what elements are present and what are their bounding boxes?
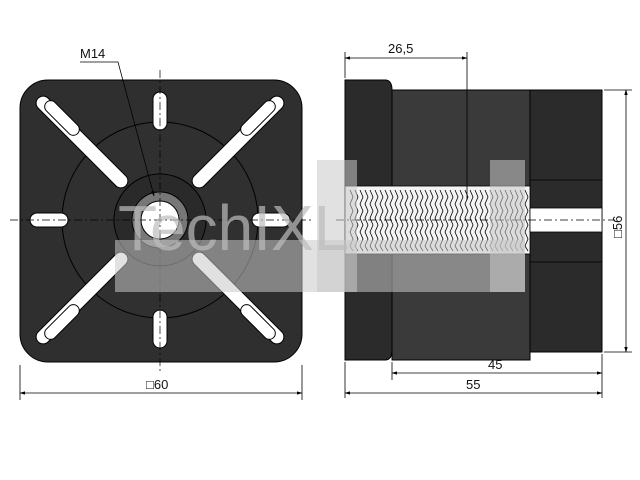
- dimensions: [19, 52, 632, 400]
- corner-slots: [44, 100, 276, 340]
- label-top-26-5: 26,5: [388, 41, 413, 56]
- thread-mark: [524, 189, 529, 252]
- label-front-square: □60: [146, 377, 168, 392]
- label-length-55: 55: [466, 377, 480, 392]
- watermark: TechIXL: [115, 160, 525, 292]
- side-view: [336, 79, 615, 361]
- label-thread-m14: M14: [80, 46, 105, 61]
- watermark-text: TechIXL: [118, 192, 349, 264]
- label-height-56: □56: [610, 216, 625, 238]
- label-length-45: 45: [488, 357, 502, 372]
